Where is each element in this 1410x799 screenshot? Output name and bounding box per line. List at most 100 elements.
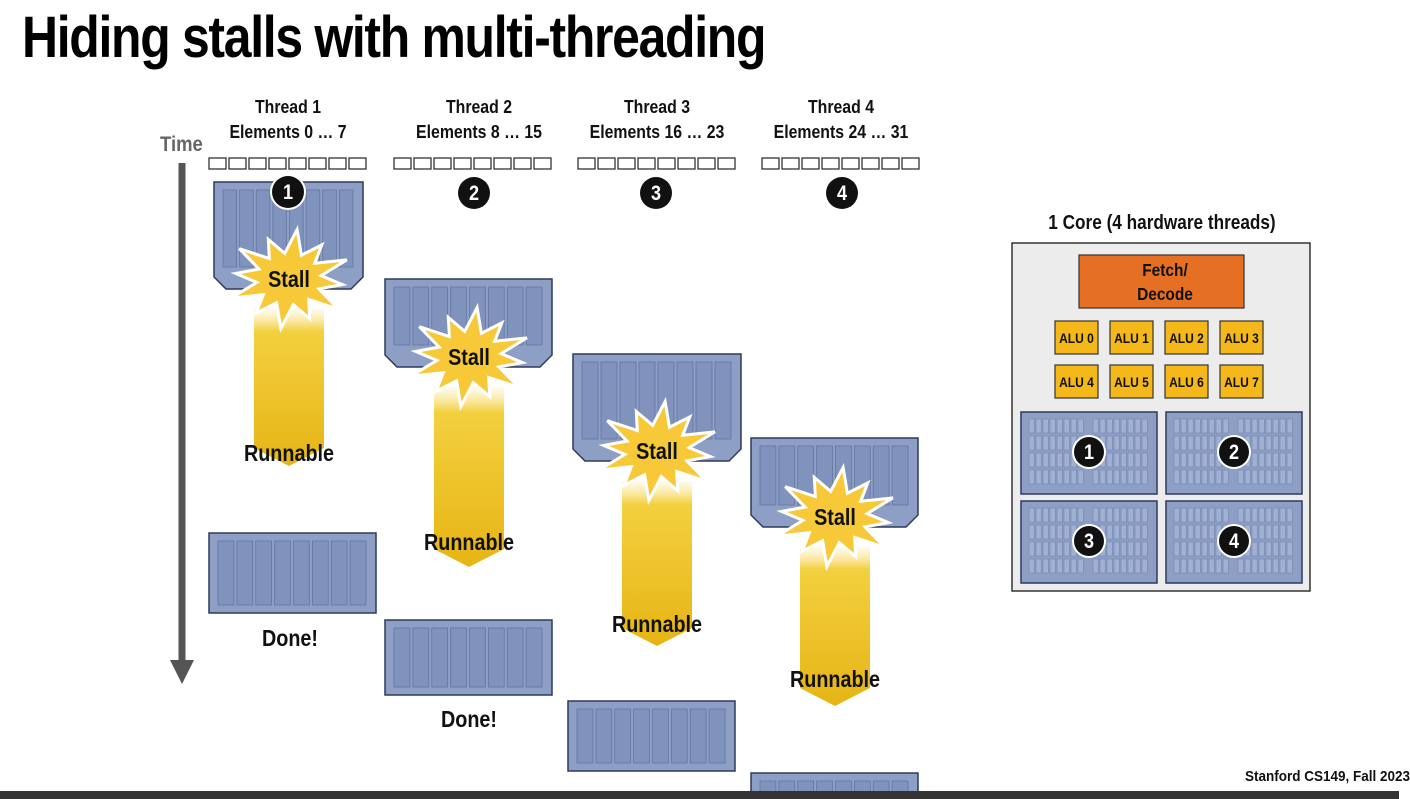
lane: [349, 540, 367, 606]
hw-cell: [1258, 418, 1265, 434]
hw-cell: [1056, 418, 1063, 434]
hw-cell: [1134, 507, 1141, 523]
badge-number: 2: [469, 182, 479, 206]
stall-burst: [598, 396, 716, 506]
hw-cell: [1134, 469, 1141, 485]
thread-3-stall: Stall: [598, 396, 716, 506]
lane: [595, 708, 613, 764]
hw-cell: [1180, 452, 1187, 468]
hw-cell: [1070, 507, 1077, 523]
hw-cell: [1077, 507, 1084, 523]
badge-number: 4: [837, 182, 847, 206]
hw-cell: [1194, 524, 1201, 540]
lane: [239, 189, 254, 268]
lane: [506, 286, 524, 346]
hw-cell: [1187, 558, 1194, 574]
hw-cell: [1272, 418, 1279, 434]
lane: [872, 445, 890, 506]
hw-cell: [1265, 507, 1272, 523]
hw-cell: [1113, 541, 1120, 557]
hw-cell: [1134, 558, 1141, 574]
hw-cell: [1106, 541, 1113, 557]
lane: [412, 627, 430, 688]
hw-cell: [1201, 524, 1208, 540]
badge-disc: [1219, 437, 1249, 467]
alu-0: [1054, 320, 1099, 355]
hw-cell: [1106, 452, 1113, 468]
hw-cell: [1208, 541, 1215, 557]
element-slot: [453, 157, 472, 170]
thread-4-elements: Elements 24 … 31: [773, 122, 909, 142]
hw-context-4-badge: 4: [1217, 524, 1251, 558]
hw-cell: [1265, 541, 1272, 557]
hw-cell: [1042, 558, 1049, 574]
hw-cell: [1056, 558, 1063, 574]
element-slot: [308, 157, 327, 170]
hw-cell: [1265, 558, 1272, 574]
hw-cell: [1201, 541, 1208, 557]
hw-cell: [1035, 541, 1042, 557]
hw-cell: [1141, 524, 1148, 540]
hw-cell: [1265, 452, 1272, 468]
hw-cell: [1215, 507, 1222, 523]
lane: [506, 627, 524, 688]
hw-cell: [1141, 418, 1148, 434]
hw-cell: [1028, 558, 1035, 574]
thread-2-element-slots: [393, 157, 552, 170]
hw-cell: [1077, 558, 1084, 574]
hw-cell: [1222, 507, 1229, 523]
hw-cell: [1187, 541, 1194, 557]
element-slot: [761, 157, 780, 170]
hw-context-3: [1020, 500, 1158, 584]
runnable-arrow: [434, 387, 504, 567]
lane: [311, 540, 329, 606]
lane: [236, 540, 254, 606]
hw-cell: [1173, 541, 1180, 557]
hw-cell: [1049, 435, 1056, 451]
thread-1-label: Thread 1 Elements 0 … 7: [200, 95, 376, 145]
hw-cell: [1244, 469, 1251, 485]
hw-cell: [1120, 418, 1127, 434]
element-slot: [413, 157, 432, 170]
hw-cell: [1286, 418, 1293, 434]
hw-cell: [1201, 507, 1208, 523]
hw-cell: [1279, 435, 1286, 451]
hw-cell: [1127, 469, 1134, 485]
thread-2-name: Thread 2: [445, 97, 513, 117]
stall-burst: [776, 462, 894, 572]
hw-cell: [1092, 469, 1099, 485]
lane: [525, 627, 543, 688]
decode-label: Decode: [1137, 284, 1193, 304]
hw-cell: [1120, 435, 1127, 451]
hw-cell: [1194, 558, 1201, 574]
hw-cell: [1180, 435, 1187, 451]
hw-cell: [1063, 435, 1070, 451]
thread-2-runnable-bar: [434, 387, 504, 567]
hw-cell: [1113, 524, 1120, 540]
hw-cell: [1237, 469, 1244, 485]
thread-3-runnable-label: Runnable: [612, 612, 702, 638]
thread-1-stall: Stall: [230, 224, 348, 334]
hw-cell: [1035, 507, 1042, 523]
element-slot: [861, 157, 880, 170]
hw-context-2: [1165, 411, 1303, 495]
stall-label: Stall: [268, 267, 310, 293]
hw-cell: [1222, 558, 1229, 574]
stall-label: Stall: [448, 345, 490, 371]
hw-cell: [1120, 541, 1127, 557]
hw-cell: [1208, 435, 1215, 451]
hw-cell: [1279, 469, 1286, 485]
alu-3: [1219, 320, 1264, 355]
hw-cell: [1134, 418, 1141, 434]
hw-cell: [1265, 435, 1272, 451]
hw-context-1-badge: 1: [1072, 435, 1106, 469]
fetch-decode-unit: [1078, 254, 1245, 309]
hw-cell: [1063, 452, 1070, 468]
element-slot: [533, 157, 552, 170]
hw-cell: [1106, 558, 1113, 574]
hw-cell: [1049, 558, 1056, 574]
badge-disc: [1074, 437, 1104, 467]
alu-5: [1109, 364, 1154, 399]
badge-disc: [640, 177, 672, 209]
element-slot: [208, 157, 227, 170]
